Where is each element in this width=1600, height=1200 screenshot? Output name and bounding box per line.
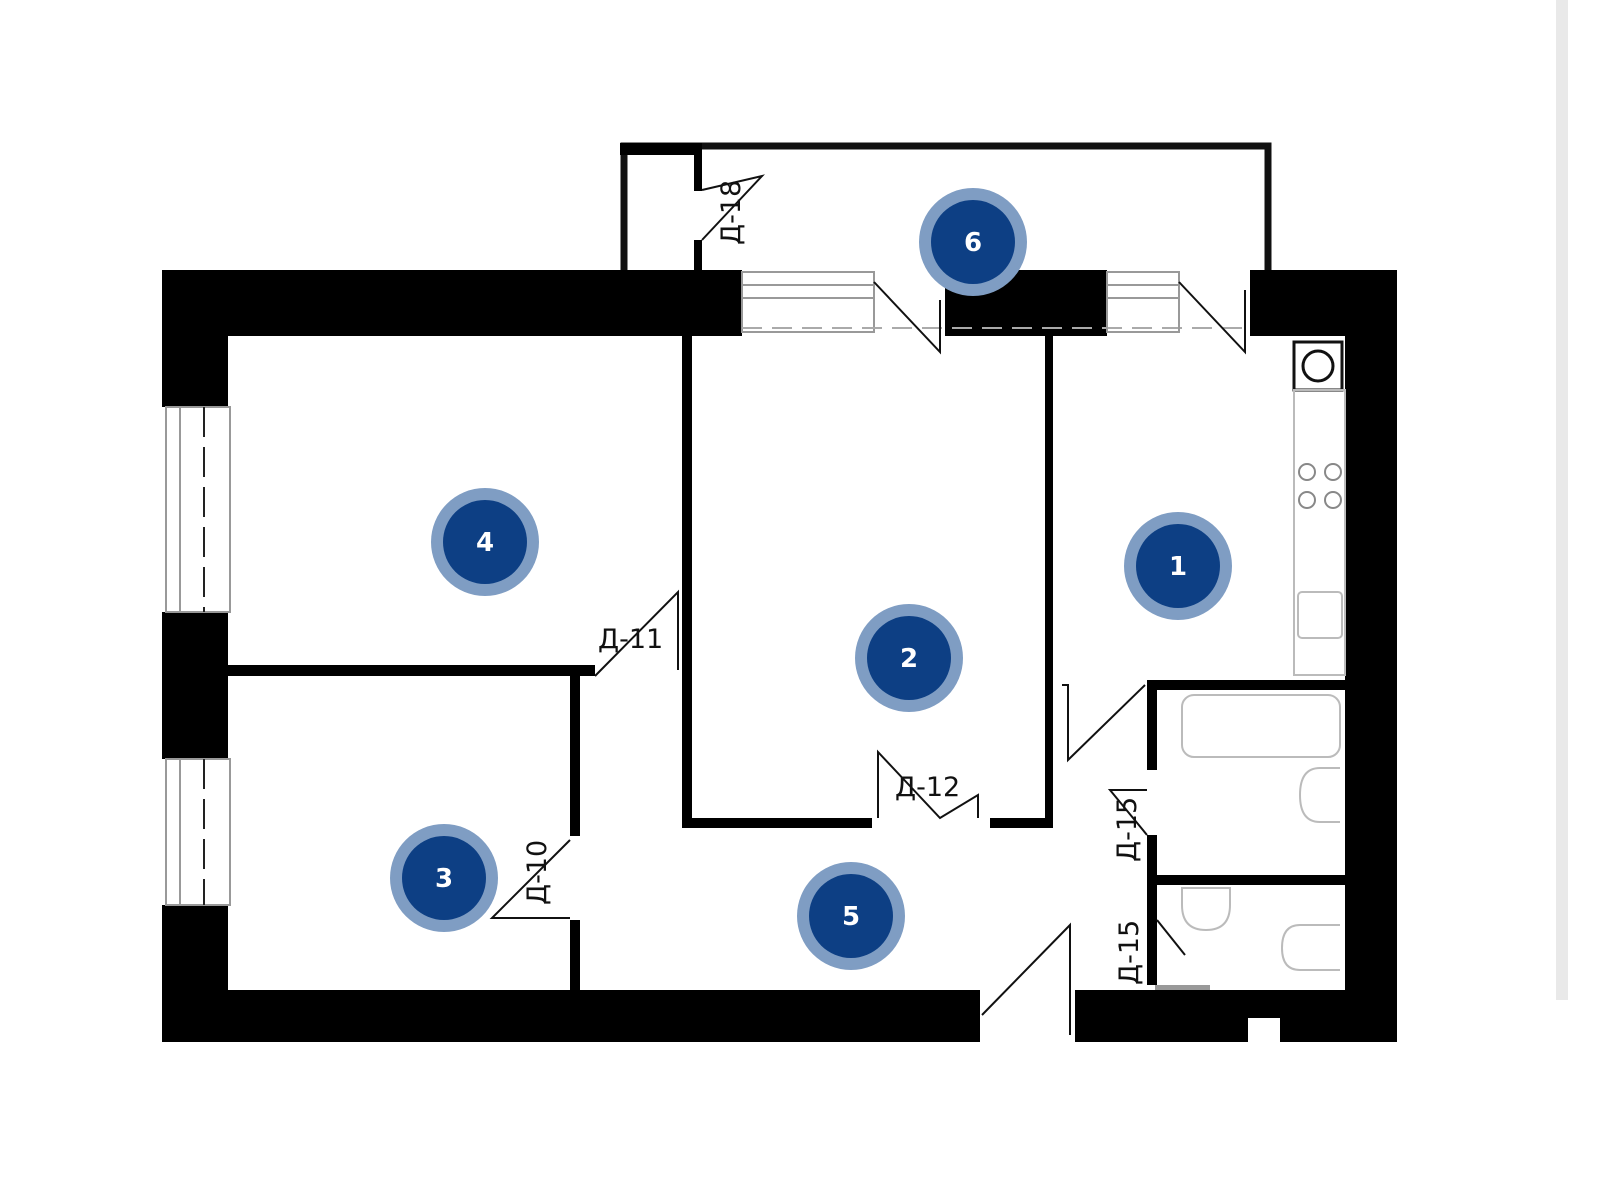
room-marker-5[interactable]: 5 (797, 862, 905, 970)
bathroom-fixtures (1155, 694, 1341, 990)
door-label-d10: Д-10 (522, 840, 553, 905)
washbasin-icon (1298, 767, 1340, 823)
door-label-d18: Д-18 (716, 180, 747, 245)
room-number: 5 (842, 902, 860, 932)
bathtub-icon (1181, 694, 1341, 758)
room-number: 2 (900, 644, 918, 674)
room-number: 6 (964, 228, 982, 258)
door-label-d15-bath: Д-15 (1112, 797, 1143, 862)
room-marker-3[interactable]: 3 (390, 824, 498, 932)
room-marker-4[interactable]: 4 (431, 488, 539, 596)
door-swings (489, 589, 1186, 1035)
stove-icon (1298, 463, 1342, 509)
door-label-d15-wc: Д-15 (1114, 920, 1145, 985)
room-marker-6[interactable]: 6 (919, 188, 1027, 296)
balcony-outline (620, 142, 1272, 270)
outer-walls (162, 270, 1397, 1042)
room-marker-2[interactable]: 2 (855, 604, 963, 712)
room-number: 4 (476, 528, 494, 558)
door-label-d11: Д-11 (598, 624, 663, 655)
room-number: 1 (1169, 552, 1187, 582)
door-label-d12: Д-12 (895, 772, 960, 803)
toilet-icon (1280, 924, 1340, 971)
kitchen-fixtures (1292, 340, 1346, 676)
sink-icon (1297, 591, 1343, 639)
interior-walls (228, 336, 1345, 990)
windows (165, 271, 1250, 906)
room-number: 3 (435, 864, 453, 894)
washbasin-icon-2 (1181, 887, 1231, 932)
scrollbar[interactable] (1556, 0, 1568, 1000)
room-marker-1[interactable]: 1 (1124, 512, 1232, 620)
